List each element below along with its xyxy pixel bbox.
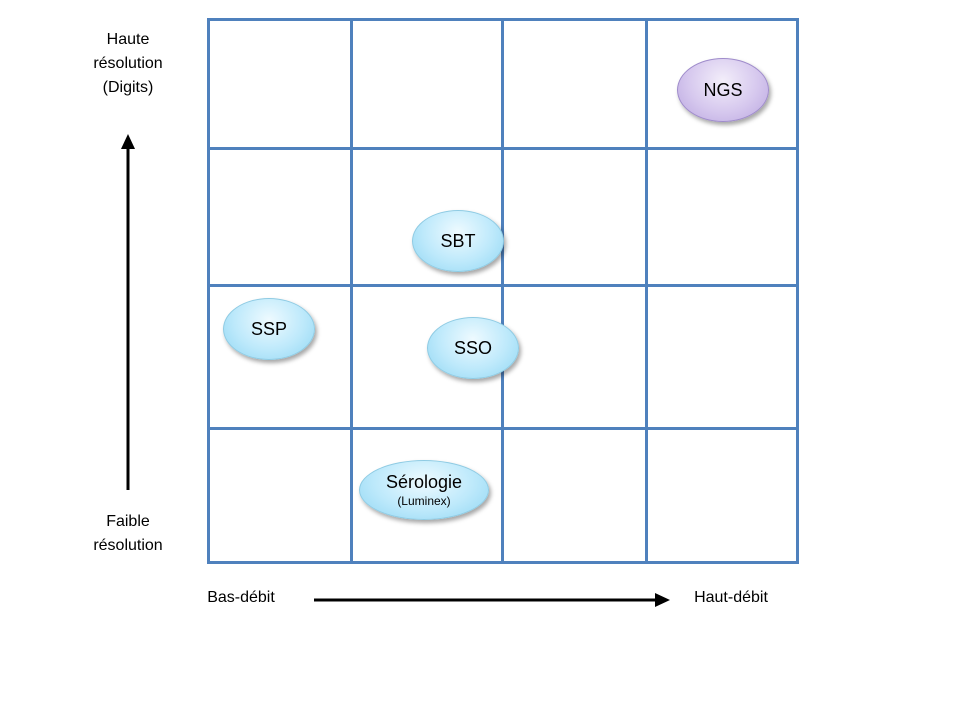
y-low-line-2: résolution	[93, 537, 163, 554]
y-axis-low-label: Faible résolution	[78, 510, 178, 558]
node-sbt-label: SBT	[440, 230, 476, 251]
matrix-grid	[207, 18, 799, 564]
y-high-line-1: Haute	[106, 31, 150, 48]
grid-hline-1	[207, 147, 799, 150]
y-high-line-3: (Digits)	[102, 79, 154, 96]
node-ssp-label: SSP	[250, 318, 288, 339]
grid-vline-1	[350, 18, 353, 564]
node-ngs-label: NGS	[703, 79, 743, 100]
node-ssp: SSP	[223, 298, 315, 360]
grid-hline-4	[207, 561, 799, 564]
node-sso-label: SSO	[453, 337, 492, 358]
node-sbt: SBT	[412, 210, 504, 272]
grid-hline-2	[207, 284, 799, 287]
x-axis-high-label: Haut-débit	[694, 589, 768, 606]
y-high-line-2: résolution	[93, 55, 163, 72]
y-axis-high-label: Haute résolution (Digits)	[78, 28, 178, 100]
grid-hline-0	[207, 18, 799, 21]
grid-vline-2	[501, 18, 504, 564]
x-axis-arrowhead	[655, 593, 670, 607]
node-serologie-label: Sérologie	[385, 472, 463, 492]
grid-vline-0	[207, 18, 210, 564]
node-ngs: NGS	[677, 58, 769, 122]
node-serologie-sublabel: (Luminex)	[397, 494, 451, 508]
node-serologie: Sérologie (Luminex)	[359, 460, 489, 520]
y-axis-arrowhead	[121, 134, 135, 149]
grid-vline-3	[645, 18, 648, 564]
node-sso: SSO	[427, 317, 519, 379]
y-low-line-1: Faible	[106, 513, 150, 530]
x-axis-low-label: Bas-débit	[207, 589, 275, 606]
grid-vline-4	[796, 18, 799, 564]
grid-hline-3	[207, 427, 799, 430]
